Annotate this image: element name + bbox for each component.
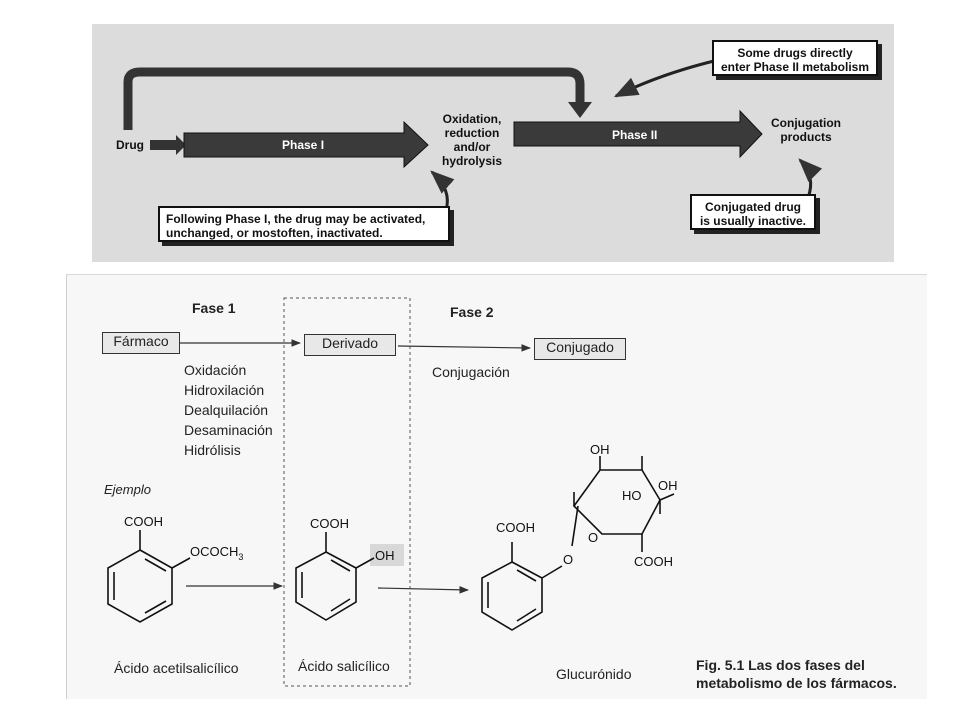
ring-ho-label: HO — [622, 488, 642, 503]
phase-1-arrow — [183, 120, 429, 169]
phase-1-label: Phase I — [282, 138, 325, 152]
glucuronic-ring-structure — [571, 456, 675, 552]
callout-following-arrow — [430, 170, 455, 211]
callout-following-phase-1: Following Phase I, the drug may be activ… — [158, 206, 450, 242]
reaction-item: Hidroxilación — [184, 382, 265, 398]
phase-2-arrow — [513, 109, 763, 159]
callout-direct-phase-2: Some drugs directly enter Phase II metab… — [712, 40, 878, 76]
glucuronide-benzene-structure — [481, 542, 563, 631]
oxidation-label: Oxidation, reduction and/or hydrolysis — [441, 112, 503, 168]
reaction-item: Hidrólisis — [184, 442, 241, 458]
acetylsalicylic-structure — [107, 530, 191, 623]
acetyl-cooh-label: COOH — [124, 514, 163, 529]
acetylsalicylic-acid-name: Ácido acetilsalicílico — [114, 660, 239, 676]
figure-caption: Fig. 5.1 Las dos fases del metabolismo d… — [696, 657, 897, 691]
direct-path-arrow — [123, 67, 585, 130]
direct-path-arrowhead — [568, 102, 592, 118]
phase-1-reactions-list: Oxidación Hidroxilación Dealquilación De… — [184, 360, 273, 460]
reaction-item: Dealquilación — [184, 402, 269, 418]
glucuronide-name: Glucurónido — [556, 666, 632, 682]
oh-highlight — [370, 544, 404, 566]
farmaco-box: Fármaco — [102, 332, 180, 354]
callout-conjugated-inactive: Conjugated drug is usually inactive. — [690, 194, 816, 230]
ring-oh-right-label: OH — [658, 478, 678, 493]
reaction-item: Oxidación — [184, 362, 247, 378]
bottom-panel — [66, 274, 927, 699]
phase-2-label: Phase II — [612, 128, 658, 142]
reaction-item: Desaminación — [184, 422, 273, 438]
ring-cooh-label: COOH — [634, 554, 673, 569]
arrow-derivado-conjugado — [397, 344, 531, 352]
conjugation-products-label: Conjugation products — [771, 116, 841, 144]
glucuronide-link-o-label: O — [563, 552, 573, 567]
callout-conjugated-arrow — [798, 158, 823, 199]
drug-label: Drug — [116, 138, 144, 152]
acetyl-ococh3-label: OCOCH3 — [190, 544, 243, 562]
salicylic-cooh-label: COOH — [310, 516, 349, 531]
ring-oh-top-label: OH — [590, 442, 610, 457]
salicylic-acid-name: Ácido salicílico — [298, 658, 390, 674]
callout-direct-arrow — [613, 58, 719, 98]
salicylic-structure — [295, 532, 375, 621]
derivado-box: Derivado — [304, 334, 396, 356]
fase-2-label: Fase 2 — [450, 304, 494, 320]
arrow-molecule-2 — [377, 585, 469, 594]
derivado-dashed-box — [283, 297, 411, 687]
conjugacion-label: Conjugación — [432, 364, 510, 380]
ejemplo-label: Ejemplo — [104, 482, 151, 497]
fase-1-label: Fase 1 — [192, 300, 236, 316]
salicylic-oh-label: OH — [375, 548, 395, 563]
conjugado-box: Conjugado — [534, 338, 626, 360]
ring-oxygen-label: O — [588, 530, 598, 545]
drug-arrow — [150, 135, 186, 155]
glucuronide-cooh-label: COOH — [496, 520, 535, 535]
